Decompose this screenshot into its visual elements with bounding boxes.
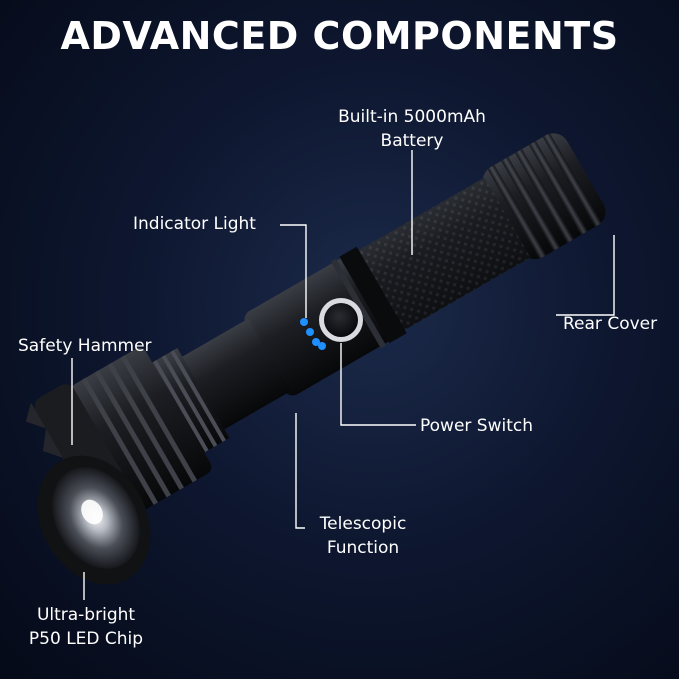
led-chip-label-line2: P50 LED Chip xyxy=(28,629,144,649)
battery-label: Built-in 5000mAh Battery xyxy=(330,105,494,153)
led-chip-label: Ultra-bright P50 LED Chip xyxy=(22,603,150,651)
battery-label-line2: Battery xyxy=(380,131,444,151)
leader-lines xyxy=(71,150,615,600)
power-switch-button xyxy=(319,298,363,342)
battery-label-line1: Built-in 5000mAh xyxy=(338,107,486,127)
power-switch-leader xyxy=(340,343,416,426)
indicator-dot xyxy=(306,328,314,336)
led-lens xyxy=(37,455,151,585)
indicator-light-text: Indicator Light xyxy=(133,214,256,234)
indicator-leader xyxy=(280,224,307,318)
indicator-dot xyxy=(318,342,326,350)
rear-cover-label: Rear Cover xyxy=(563,312,657,336)
telescopic-label: Telescopic Function xyxy=(311,512,415,560)
telescopic-label-line2: Function xyxy=(326,538,400,558)
power-switch-label: Power Switch xyxy=(420,414,533,438)
telescopic-label-line1: Telescopic xyxy=(319,514,407,534)
telescopic-neck xyxy=(147,318,291,456)
rear-cover-leader xyxy=(556,235,615,316)
indicator-dot xyxy=(312,338,320,346)
power-switch-text: Power Switch xyxy=(420,416,534,436)
indicator-dots xyxy=(300,318,326,350)
rear-cover-text: Rear Cover xyxy=(563,314,658,334)
page-title: ADVANCED COMPONENTS xyxy=(60,14,619,58)
indicator-dot xyxy=(300,318,308,326)
telescopic-leader xyxy=(295,413,305,529)
rear-cover xyxy=(482,132,606,260)
safety-hammer-label: Safety Hammer xyxy=(18,334,152,358)
safety-hammer-text: Safety Hammer xyxy=(18,336,152,356)
indicator-light-label: Indicator Light xyxy=(133,212,256,236)
battery-tube xyxy=(354,177,531,333)
led-chip-label-line1: Ultra-bright xyxy=(36,605,136,625)
